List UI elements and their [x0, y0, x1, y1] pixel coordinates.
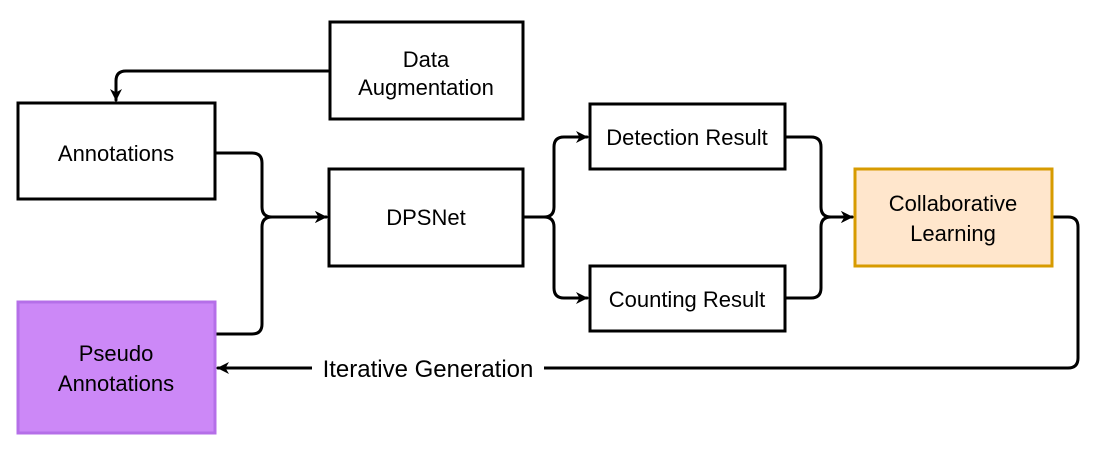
- iterative-generation-label: Iterative Generation: [323, 356, 534, 383]
- edge-pseudo-to-dpsnet: [213, 211, 328, 336]
- node-label-line: Augmentation: [358, 75, 494, 100]
- node-label-line: Detection Result: [606, 125, 767, 150]
- edge-dpsnet-to-detection: [521, 131, 589, 219]
- node-collaborative-learning: Collaborative Learning: [853, 167, 1054, 268]
- node-label-line: Annotations: [58, 141, 174, 166]
- edge-counting-to-collaborative: [783, 211, 854, 300]
- node-label-line: Data: [403, 47, 450, 72]
- node-label-line: Counting Result: [609, 287, 766, 312]
- edge-label-background: [312, 353, 544, 383]
- node-annotations: Annotations: [16, 101, 217, 201]
- edge-dpsnet-to-counting: [521, 215, 589, 304]
- node-detection-result: Detection Result: [588, 102, 787, 171]
- node-label-line: Learning: [910, 221, 996, 246]
- node-counting-result: Counting Result: [588, 264, 787, 333]
- node-label-line: Annotations: [58, 371, 174, 396]
- edge-annotations-to-dpsnet: [213, 151, 328, 223]
- node-pseudo-annotations: Pseudo Annotations: [16, 300, 217, 435]
- node-dpsnet: DPSNet: [327, 167, 525, 268]
- edge-iterative-generation: [216, 215, 1080, 374]
- edge-augmentation-to-annotations: [110, 69, 330, 102]
- node-label-line: Collaborative: [889, 191, 1017, 216]
- node-label-line: DPSNet: [386, 205, 465, 230]
- edge-detection-to-collaborative: [783, 135, 854, 223]
- node-label-line: Pseudo: [79, 341, 154, 366]
- node-data-augmentation: Data Augmentation: [328, 20, 525, 121]
